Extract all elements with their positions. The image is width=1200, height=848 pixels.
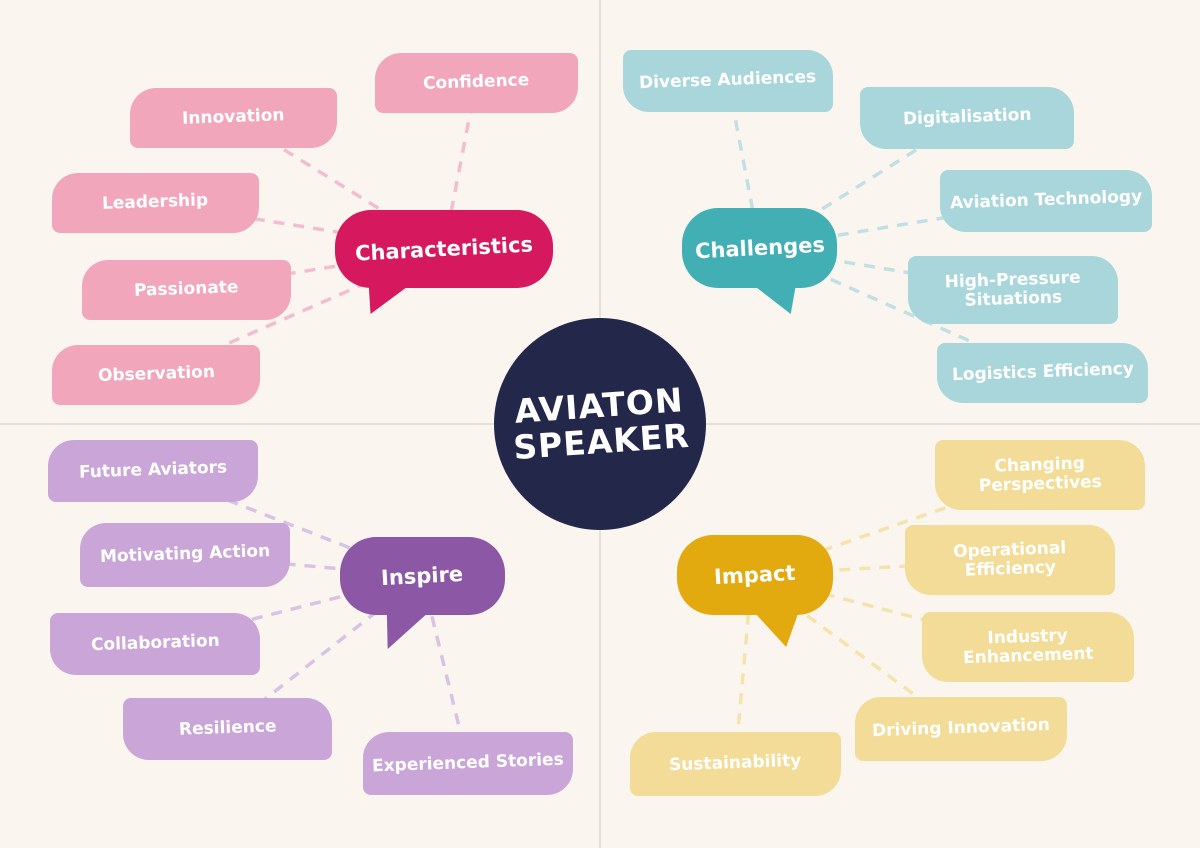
node-collaboration[interactable]: Collaboration (50, 613, 260, 675)
central-node[interactable]: AVIATON SPEAKER (494, 318, 706, 530)
node-label: Driving Innovation (871, 715, 1051, 742)
node-diverse-audiences[interactable]: Diverse Audiences (623, 50, 833, 112)
node-label: High-Pressure Situations (944, 267, 1081, 311)
node-label: Resilience (178, 716, 277, 741)
node-label: Industry Enhancement (962, 625, 1094, 669)
speech-tail (753, 611, 799, 647)
node-label: Logistics Efficiency (951, 359, 1134, 386)
branch-label: Characteristics (354, 232, 534, 266)
node-logistics-efficiency[interactable]: Logistics Efficiency (937, 343, 1148, 403)
node-driving-innovation[interactable]: Driving Innovation (855, 697, 1067, 761)
node-digitalisation[interactable]: Digitalisation (860, 87, 1074, 149)
node-label: Observation (97, 362, 215, 387)
speech-tail (386, 611, 430, 649)
node-label: Digitalisation (902, 105, 1032, 130)
node-motivating-action[interactable]: Motivating Action (80, 523, 290, 587)
node-leadership[interactable]: Leadership (52, 173, 259, 233)
node-changing-perspectives[interactable]: Changing Perspectives (935, 440, 1145, 510)
branch-label: Challenges (694, 232, 825, 264)
node-confidence[interactable]: Confidence (375, 53, 578, 113)
node-label: Motivating Action (99, 541, 271, 568)
node-label: Diverse Audiences (639, 67, 817, 94)
node-label: Aviation Technology (949, 187, 1143, 214)
branch-impact[interactable]: Impact (677, 535, 833, 647)
branch-challenges[interactable]: Challenges (682, 208, 837, 314)
node-operational-efficiency[interactable]: Operational Efficiency (905, 525, 1115, 595)
node-innovation[interactable]: Innovation (130, 88, 337, 148)
node-label: Leadership (102, 190, 209, 215)
branch-inspire[interactable]: Inspire (340, 537, 505, 649)
node-label: Passionate (133, 277, 240, 302)
node-aviation-technology[interactable]: Aviation Technology (940, 170, 1152, 232)
node-label: Experienced Stories (371, 749, 565, 777)
central-title: AVIATON SPEAKER (509, 380, 691, 467)
speech-tail (752, 284, 796, 314)
node-observation[interactable]: Observation (52, 345, 260, 405)
node-sustainability[interactable]: Sustainability (630, 732, 841, 796)
branch-label: Impact (713, 560, 797, 590)
branch-label: Inspire (380, 561, 465, 591)
node-experienced-stories[interactable]: Experienced Stories (363, 732, 573, 795)
node-label: Future Aviators (78, 457, 228, 484)
branch-characteristics[interactable]: Characteristics (335, 210, 553, 314)
node-label: Operational Efficiency (952, 538, 1067, 581)
speech-tail (368, 284, 411, 314)
node-label: Collaboration (90, 631, 220, 656)
node-label: Innovation (181, 105, 286, 130)
node-label: Changing Perspectives (978, 453, 1103, 497)
node-industry-enhancement[interactable]: Industry Enhancement (922, 612, 1134, 682)
node-high-pressure-situations[interactable]: High-Pressure Situations (908, 256, 1118, 324)
node-future-aviators[interactable]: Future Aviators (48, 440, 258, 502)
node-passionate[interactable]: Passionate (82, 260, 291, 320)
node-label: Sustainability (669, 751, 802, 776)
node-resilience[interactable]: Resilience (123, 698, 332, 760)
node-label: Confidence (423, 70, 530, 95)
